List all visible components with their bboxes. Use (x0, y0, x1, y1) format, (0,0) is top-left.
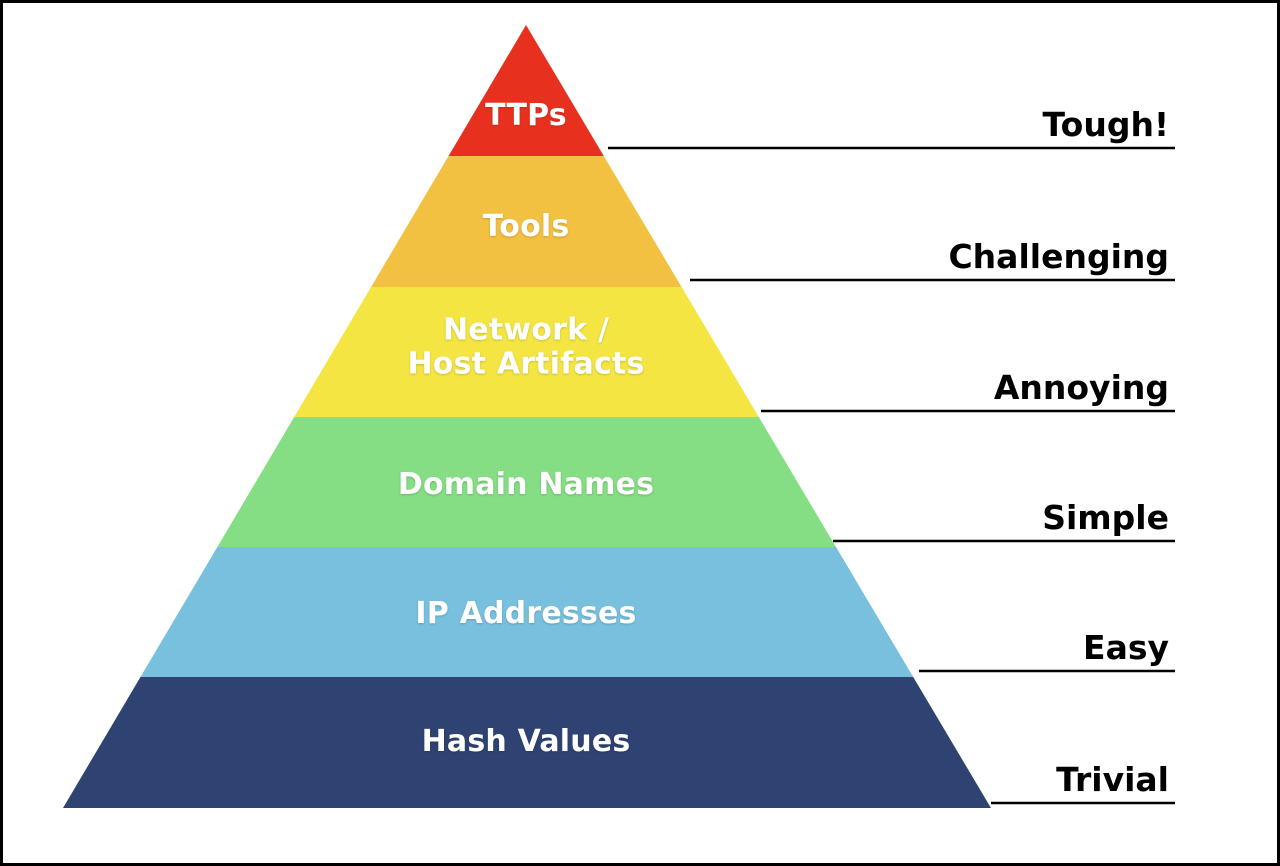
pyramid-tier-4[interactable] (217, 417, 837, 547)
difficulty-label-trivial: Trivial (1056, 760, 1169, 799)
pyramid-tier-2[interactable] (371, 156, 682, 287)
pyramid-tier-3[interactable] (294, 287, 759, 417)
pyramid-tier-shapes (63, 25, 991, 808)
difficulty-label-simple: Simple (1042, 498, 1169, 537)
pyramid-graphic (63, 25, 1175, 808)
pyramid-tier-5[interactable] (140, 547, 914, 677)
difficulty-label-annoying: Annoying (993, 368, 1169, 407)
pyramid-tier-1[interactable] (448, 25, 604, 156)
difficulty-label-easy: Easy (1083, 628, 1169, 667)
scale-leader-lines (608, 146, 1175, 805)
pyramid-tier-6[interactable] (63, 677, 991, 808)
difficulty-label-tough: Tough! (1042, 105, 1169, 144)
difficulty-label-challenging: Challenging (948, 237, 1169, 276)
